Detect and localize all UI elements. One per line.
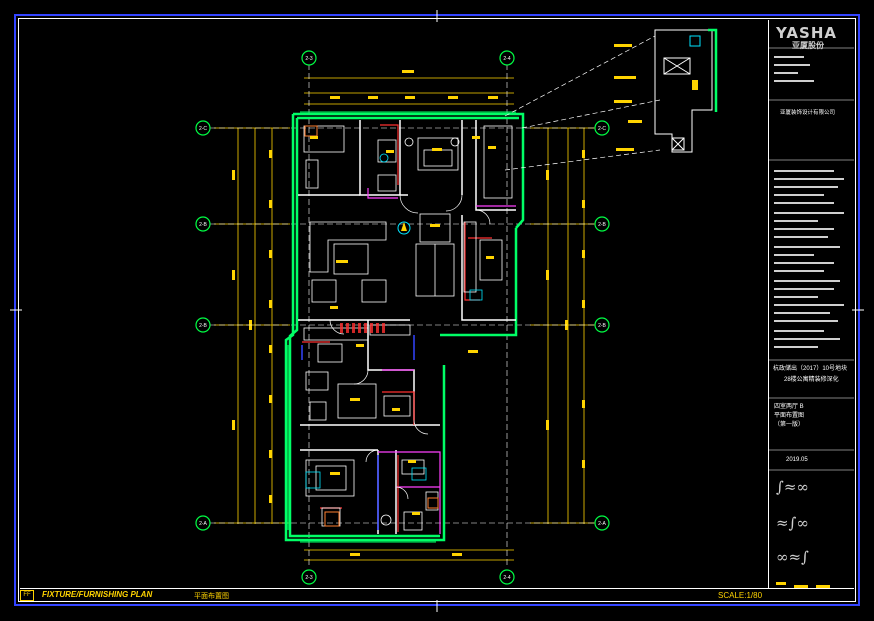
drawing-title: FIXTURE/FURNISHING PLAN	[42, 590, 153, 599]
drawing-date: 2019.05	[786, 457, 808, 463]
exterior-walls	[284, 112, 525, 542]
grid-bubble-left-2-label: 2-B	[199, 222, 207, 228]
grid-bubble-left-4	[195, 515, 211, 531]
door-swings	[329, 194, 491, 500]
grid-bubble-right-3	[594, 317, 610, 333]
checker-signature: ≈∫∞	[776, 514, 809, 532]
company-name: 亚厦装饰设计有限公司	[780, 110, 836, 116]
grid-bubble-left-1	[195, 120, 211, 136]
grid-bubble-left-3	[195, 317, 211, 333]
partition-walls	[367, 188, 516, 534]
grid-bubble-right-2	[594, 216, 610, 232]
north-arrow-icon	[401, 222, 407, 231]
blue-fixtures	[301, 335, 415, 530]
grid-bubble-top-1	[301, 50, 317, 66]
grid-bubble-bottom-2-label: 2-4	[503, 575, 510, 581]
grid-bubble-right-4-label: 2-A	[598, 521, 606, 527]
project-name-line1: 杭政储出（2017）10号地块	[773, 366, 848, 372]
grid-bubble-left-2	[195, 216, 211, 232]
dimension-lines	[214, 77, 600, 561]
grid-bubble-left-4-label: 2-A	[199, 521, 207, 527]
grid-bubble-top-1-label: 2-3	[305, 56, 312, 62]
wardrobe-hatch	[340, 323, 385, 333]
grid-bubble-top-2	[499, 50, 515, 66]
grid-bubble-bottom-1	[301, 569, 317, 585]
grid-bubbles: 2-C 2-C 2-B 2-B 2-B 2-B 2-A 2-A 2-3 2-3 2-4 2-4	[195, 50, 610, 585]
drawing-title-cn: 平面布置图	[194, 593, 229, 600]
sheet-name-line1: 四室两厅 B	[774, 404, 804, 410]
grid-bubble-right-1	[594, 120, 610, 136]
title-block	[768, 20, 854, 588]
grid-bubble-right-1-label: 2-C	[598, 126, 606, 132]
company-logo: YASHA	[776, 24, 838, 42]
title-block-rules	[768, 47, 854, 471]
grid-bubble-bottom-1-label: 2-3	[305, 575, 312, 581]
interior-walls	[298, 120, 516, 534]
drawing-code: FF	[20, 590, 34, 601]
room-labels	[310, 136, 496, 515]
grid-bubble-right-3-label: 2-B	[598, 323, 606, 329]
sheet-name-line3: （第一版）	[774, 422, 805, 428]
title-block-fields	[774, 56, 844, 348]
red-fixtures	[302, 124, 492, 532]
company-logo-subtitle: 亚厦股份	[792, 41, 824, 50]
grid-bubble-top-2-label: 2-4	[503, 56, 510, 62]
grid-bubble-left-1-label: 2-C	[199, 126, 207, 132]
cyan-fixtures	[305, 153, 483, 489]
grid-bubble-bottom-2	[499, 569, 515, 585]
grid-bubble-left-3-label: 2-B	[199, 323, 207, 329]
grid-bubble-right-2-label: 2-B	[598, 222, 606, 228]
key-plan	[504, 28, 718, 171]
bottom-title-bar	[20, 588, 854, 602]
approver-signature: ∞≈∫	[776, 548, 809, 566]
grid-bubble-right-4	[594, 515, 610, 531]
furniture	[303, 125, 513, 531]
title-block-stamps	[776, 582, 830, 588]
sheet-name-line2: 平面布置图	[774, 413, 805, 419]
grid-axis-lines	[210, 64, 596, 568]
project-name-line2: 28楼公寓精装修深化	[784, 377, 839, 383]
drawing-scale: SCALE:1/80	[718, 591, 763, 600]
designer-signature: ∫≈∞	[776, 478, 809, 496]
window-lines	[287, 111, 516, 543]
